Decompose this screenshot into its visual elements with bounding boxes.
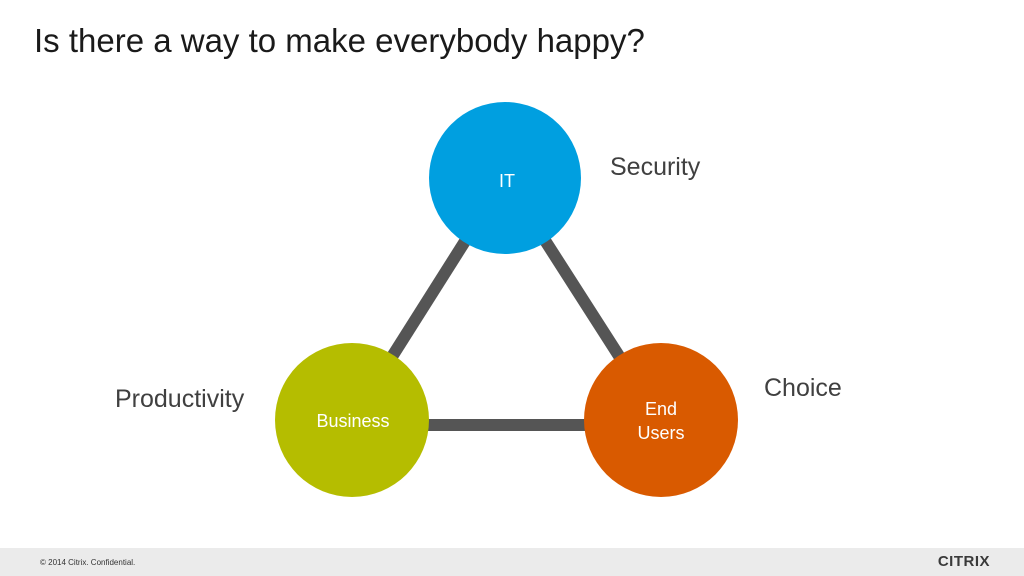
slide-title: Is there a way to make everybody happy? bbox=[34, 22, 645, 59]
node-business: Business bbox=[275, 343, 429, 497]
node-it: IT bbox=[429, 102, 581, 254]
node-end-users-label-line1: End bbox=[645, 399, 677, 419]
node-end-users: End Users bbox=[584, 343, 738, 497]
citrix-logo: CITRIX bbox=[937, 553, 990, 570]
label-security: Security bbox=[610, 153, 701, 181]
node-it-label: IT bbox=[499, 171, 515, 191]
node-end-users-circle bbox=[584, 343, 738, 497]
node-end-users-label-line2: Users bbox=[637, 423, 684, 443]
copyright-notice: © 2014 Citrix. Confidential. bbox=[40, 558, 136, 567]
label-choice: Choice bbox=[764, 374, 842, 402]
node-business-label: Business bbox=[316, 411, 389, 431]
node-it-circle bbox=[429, 102, 581, 254]
node-business-circle bbox=[275, 343, 429, 497]
label-productivity: Productivity bbox=[115, 385, 245, 413]
footer-bar: © 2014 Citrix. Confidential. CITRIX bbox=[0, 548, 1024, 576]
